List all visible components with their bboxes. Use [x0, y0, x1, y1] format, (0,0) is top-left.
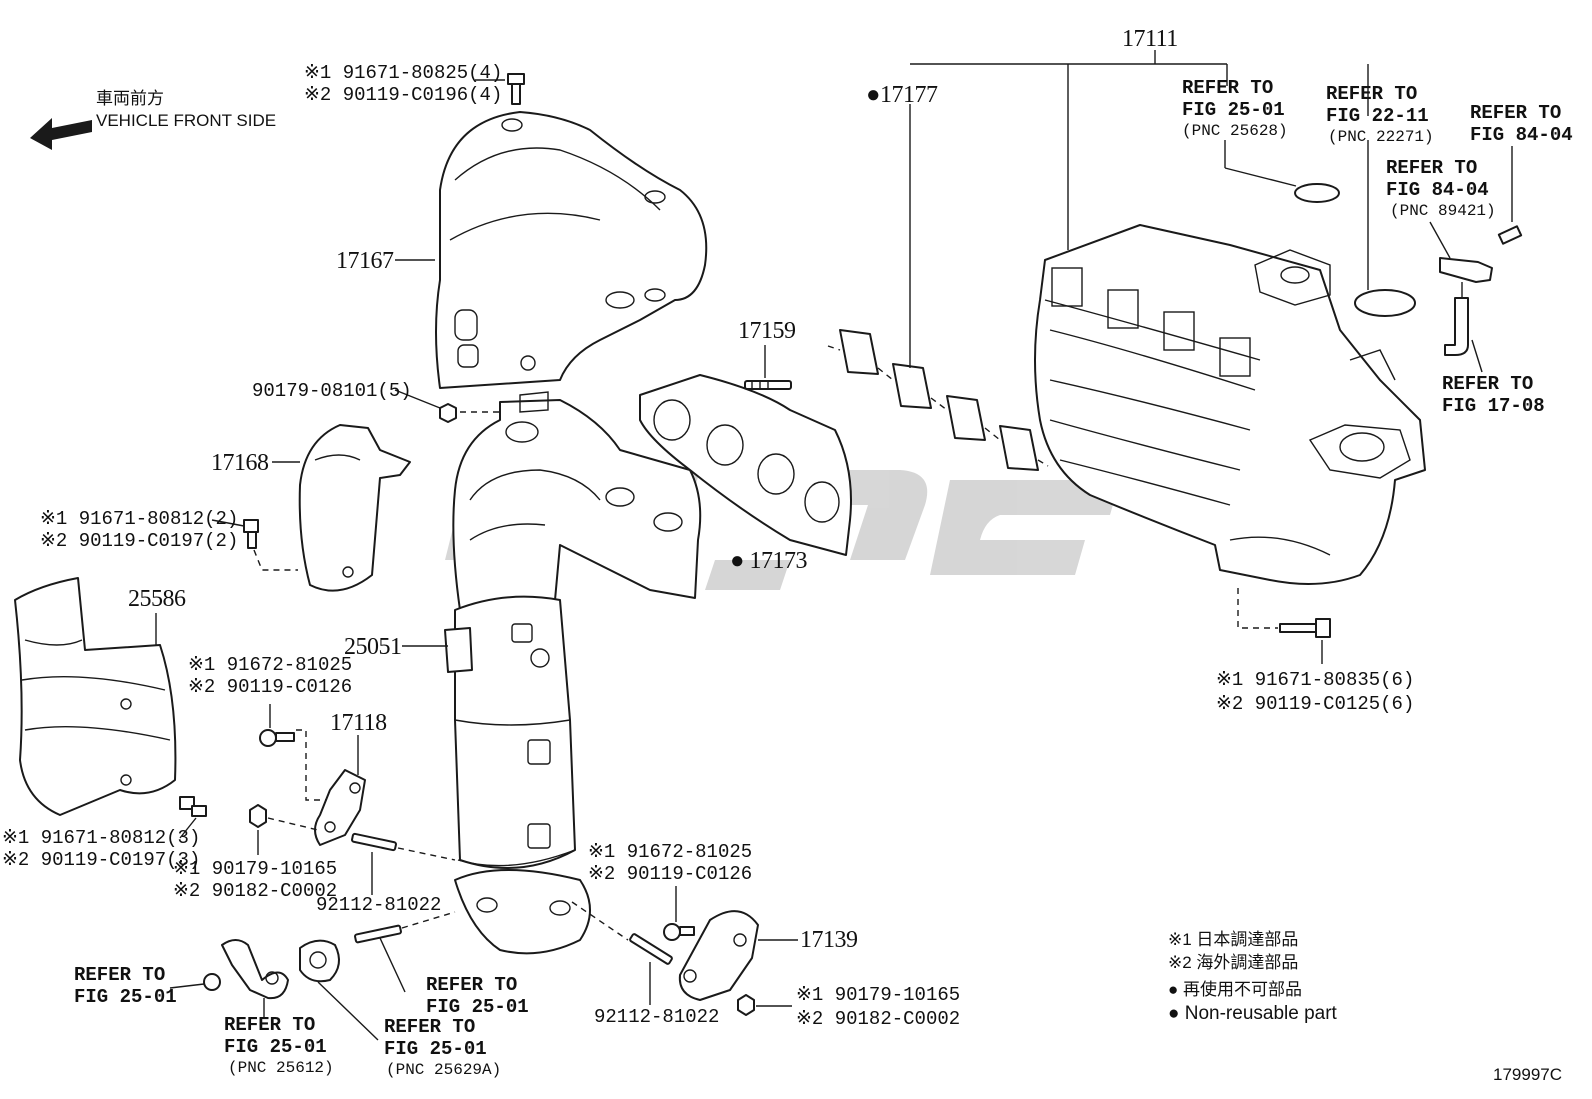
legend-japan-sourced: ※1 日本調達部品: [1168, 930, 1298, 949]
ref7-b[interactable]: FIG 25-01: [224, 1036, 327, 1058]
label-25051: 25051: [344, 634, 402, 660]
bolt-left2-label-1: ※1 91671-80812(3): [2, 827, 200, 849]
bolt-top-label-1: ※1 91671-80825(4): [304, 62, 502, 84]
ref4-a[interactable]: REFER TO: [1386, 157, 1477, 179]
bolt-low-label-2: ※2 90119-C0126: [588, 863, 752, 885]
part-17118-bracket[interactable]: [314, 769, 366, 846]
part-17139-bracket[interactable]: [678, 910, 759, 1001]
nut-right-label-2: ※2 90182-C0002: [796, 1008, 960, 1030]
nut-90179-08101-label: 90179-08101(5): [252, 380, 412, 402]
ref2-b[interactable]: FIG 22-11: [1326, 105, 1429, 127]
label-25586: 25586: [128, 586, 186, 612]
nut-left-label-1: ※1 90179-10165: [173, 858, 337, 880]
ref5-a[interactable]: REFER TO: [1442, 373, 1533, 395]
ref4-c: (PNC 89421): [1390, 202, 1496, 220]
bolt-top-icon: [507, 73, 525, 105]
bolt-left1-label-2: ※2 90119-C0197(2): [40, 530, 238, 552]
bolt-manifold-label-1: ※1 91671-80835(6): [1216, 669, 1414, 691]
ref2-a[interactable]: REFER TO: [1326, 83, 1417, 105]
hose-icon: [1444, 297, 1469, 356]
ref6-a[interactable]: REFER TO: [426, 974, 517, 996]
bolt-manifold-icon: [1279, 618, 1331, 638]
part-17111-intake-manifold[interactable]: [1034, 224, 1426, 585]
bolt-low-label-1: ※1 91672-81025: [588, 841, 752, 863]
legend-non-reusable-jp: ● 再使用不可部品: [1168, 979, 1302, 999]
ref7-c: (PNC 25612): [228, 1059, 334, 1077]
ref4-b[interactable]: FIG 84-04: [1386, 179, 1489, 201]
nut-left-icon: [249, 804, 267, 828]
stud-b-label: 92112-81022: [594, 1006, 719, 1028]
bolt-manifold-label-2: ※2 90119-C0125(6): [1216, 693, 1414, 715]
bolt-mid-label-2: ※2 90119-C0126: [188, 676, 352, 698]
nut-right-icon: [737, 994, 755, 1016]
part-17168-insulator[interactable]: [298, 424, 411, 592]
bolt-left1-label-1: ※1 91671-80812(2): [40, 508, 238, 530]
ref3-a[interactable]: REFER TO: [1470, 102, 1561, 124]
bolt-mid-icon: [259, 729, 295, 747]
label-17118: 17118: [330, 710, 387, 736]
label-17177: ●17177: [866, 82, 938, 108]
front-label-jp: 車両前方: [96, 89, 164, 108]
label-17111: 17111: [1122, 26, 1178, 52]
figure-id: 179997C: [1493, 1065, 1562, 1084]
stud-a-label: 92112-81022: [316, 894, 441, 916]
ref7-a[interactable]: REFER TO: [224, 1014, 315, 1036]
ref9-b[interactable]: FIG 25-01: [74, 986, 177, 1008]
part-exhaust-manifold[interactable]: [452, 391, 702, 611]
legend: ※1 日本調達部品 ※2 海外調達部品 ● 再使用不可部品 ● Non-reus…: [1168, 930, 1338, 1024]
part-17159-stud[interactable]: [744, 380, 792, 390]
pipe-clamp-icon: [221, 939, 289, 1000]
label-17173: ● 17173: [730, 548, 807, 574]
ref1-b[interactable]: FIG 25-01: [1182, 99, 1285, 121]
part-17167-heat-insulator[interactable]: [435, 111, 708, 389]
o-ring-small: [1294, 183, 1340, 203]
ref6-b[interactable]: FIG 25-01: [426, 996, 529, 1018]
ref1-a[interactable]: REFER TO: [1182, 77, 1273, 99]
part-25586-insulator[interactable]: [14, 577, 177, 816]
sensor-icon: [1439, 225, 1523, 283]
ref8-a[interactable]: REFER TO: [384, 1016, 475, 1038]
part-25051-converter[interactable]: [444, 595, 591, 955]
nut-right-label-1: ※1 90179-10165: [796, 984, 960, 1006]
stud-c-icon: [354, 924, 402, 944]
front-arrow-icon: [30, 118, 92, 150]
ref8-c: (PNC 25629A): [386, 1061, 501, 1079]
ref5-b[interactable]: FIG 17-08: [1442, 395, 1545, 417]
bolt-left2-label-2: ※2 90119-C0197(3): [2, 849, 200, 871]
bolt-left2-icon: [179, 796, 207, 817]
ref8-b[interactable]: FIG 25-01: [384, 1038, 487, 1060]
stud-a-icon: [351, 832, 397, 852]
ref9-a[interactable]: REFER TO: [74, 964, 165, 986]
bolt-top-label-2: ※2 90119-C0196(4): [304, 84, 502, 106]
part-17173-gasket[interactable]: [639, 374, 852, 556]
front-label-en: VEHICLE FRONT SIDE: [96, 111, 276, 130]
label-17139: 17139: [800, 927, 858, 953]
o-ring-large: [1354, 289, 1416, 317]
bolt-mid-label-1: ※1 91672-81025: [188, 654, 352, 676]
ref2-c: (PNC 22271): [1328, 128, 1434, 146]
label-17167: 17167: [336, 248, 394, 274]
label-17159: 17159: [738, 318, 796, 344]
legend-non-reusable-en: ● Non-reusable part: [1168, 1003, 1338, 1024]
ref1-c: (PNC 25628): [1182, 122, 1288, 140]
nut-left-label-2: ※2 90182-C0002: [173, 880, 337, 902]
ref3-b[interactable]: FIG 84-04: [1470, 124, 1573, 146]
part-17177-intake-gaskets[interactable]: [827, 329, 1049, 471]
bolt-left1-icon: [243, 519, 259, 549]
gasket-lower-icon: [299, 939, 340, 983]
nut-small-icon: [203, 973, 221, 991]
bolt-low-icon: [663, 923, 695, 941]
legend-overseas-sourced: ※2 海外調達部品: [1168, 953, 1298, 972]
nut-icon: [439, 403, 457, 423]
stud-b-icon: [629, 933, 673, 965]
label-17168: 17168: [211, 450, 269, 476]
